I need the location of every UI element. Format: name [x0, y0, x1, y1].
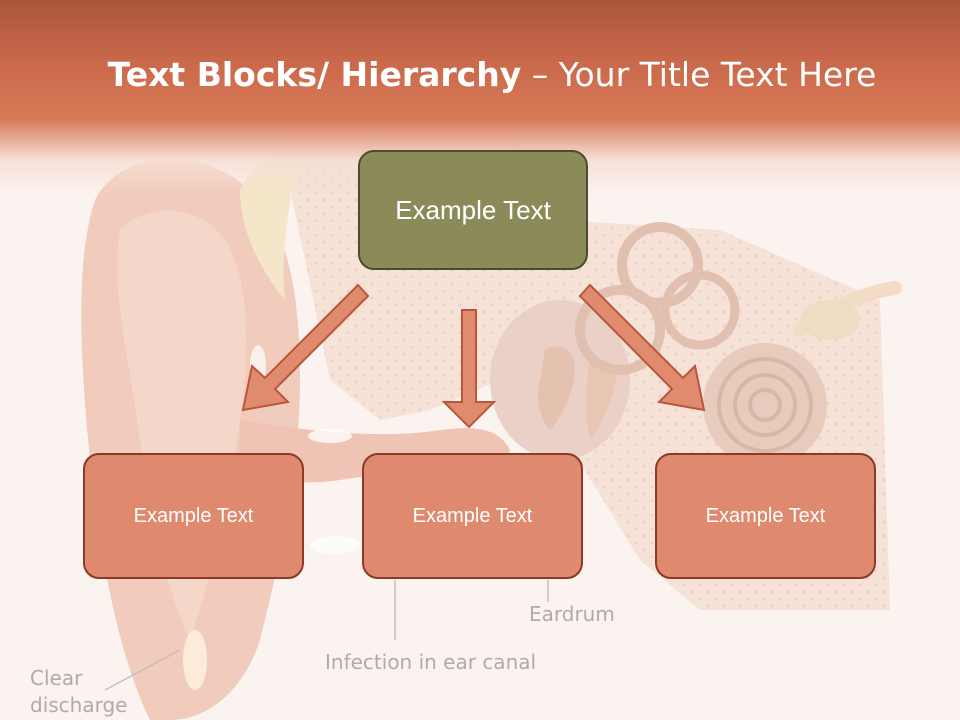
child-box-left[interactable]: Example Text — [83, 453, 304, 579]
top-box[interactable]: Example Text — [358, 150, 588, 270]
label-eardrum: Eardrum — [529, 602, 615, 626]
child-box-center[interactable]: Example Text — [362, 453, 583, 579]
child-box-right[interactable]: Example Text — [655, 453, 876, 579]
label-infection: Infection in ear canal — [325, 650, 537, 674]
title-bold: Text Blocks/ Hierarchy — [107, 55, 522, 94]
title-rest: – Your Title Text Here — [521, 55, 877, 94]
label-discharge-line2: discharge — [30, 693, 128, 717]
slide-title: Text Blocks/ Hierarchy – Your Title Text… — [0, 55, 960, 94]
label-discharge-line1: Clear — [30, 666, 83, 690]
